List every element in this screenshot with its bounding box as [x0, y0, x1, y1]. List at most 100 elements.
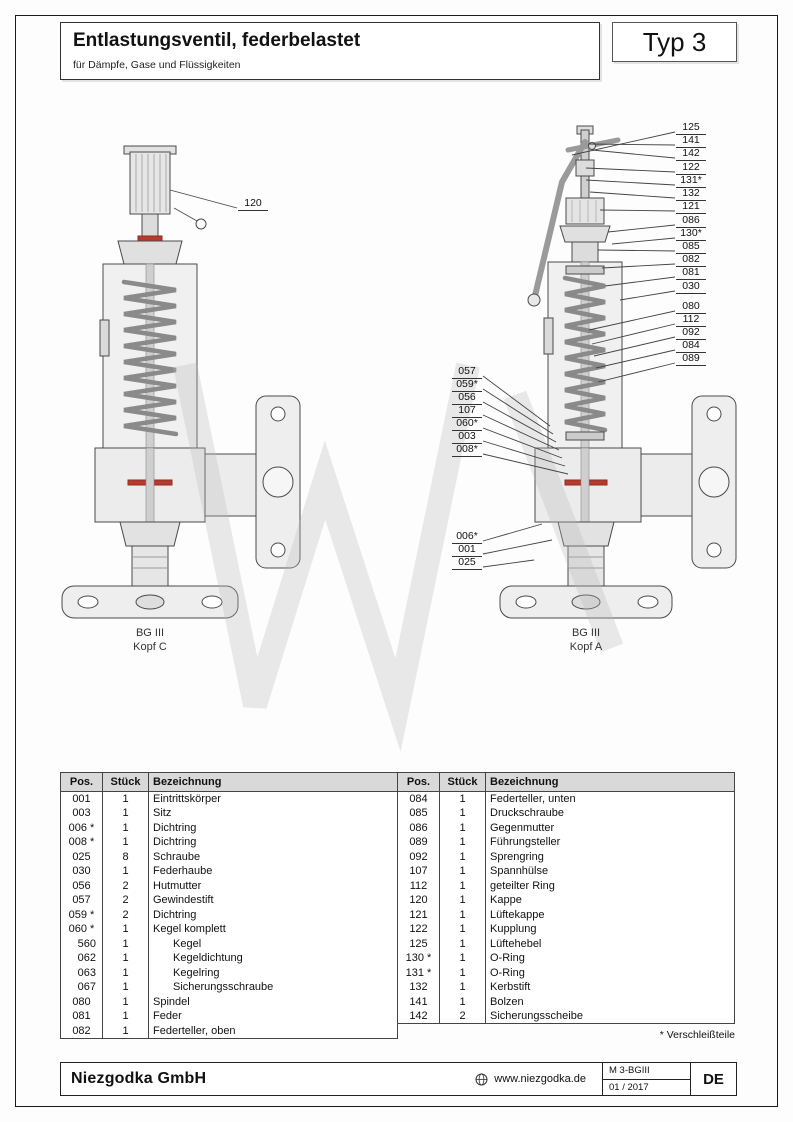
- cell-qty: 1: [102, 835, 149, 850]
- company-name: Niezgodka GmbH: [71, 1070, 207, 1087]
- callout-label: 107: [452, 405, 482, 418]
- valve-drawing-left: [61, 145, 301, 619]
- cell-name: Schraube: [148, 849, 398, 864]
- cell-pos: 030: [60, 864, 103, 879]
- leader-line: [604, 276, 676, 287]
- cell-name: Kappe: [485, 893, 735, 908]
- leader-line: [607, 224, 676, 233]
- website-cell: www.niezgodka.de: [475, 1063, 602, 1095]
- cell-pos: 008 *: [60, 835, 103, 850]
- cell-qty: 1: [439, 791, 486, 806]
- cell-pos: 560: [60, 936, 103, 951]
- cell-qty: 2: [102, 878, 149, 893]
- callout-label: 006*: [452, 531, 482, 544]
- cell-qty: 1: [439, 893, 486, 908]
- leader-line: [601, 263, 676, 269]
- cell-qty: 1: [439, 936, 486, 951]
- cell-pos: 003: [60, 806, 103, 821]
- caption-head: Kopf C: [133, 641, 167, 653]
- cell-qty: 8: [102, 849, 149, 864]
- cell-qty: 1: [439, 951, 486, 966]
- cell-pos: 062: [60, 951, 103, 966]
- cell-pos: 121: [397, 907, 440, 922]
- leader-line: [482, 440, 566, 467]
- cell-qty: 1: [439, 965, 486, 980]
- cell-pos: 080: [60, 994, 103, 1009]
- table-header-row: Pos. Stück Bezeichnung: [397, 772, 735, 792]
- callout-label: 086: [676, 215, 706, 228]
- cell-pos: 081: [60, 1009, 103, 1024]
- cell-pos: 057: [60, 893, 103, 908]
- doc-code: M 3-BGIII: [609, 1065, 650, 1077]
- callout-label: 132: [676, 188, 706, 201]
- cell-qty: 1: [439, 849, 486, 864]
- leader-line: [482, 388, 554, 435]
- cell-qty: 1: [102, 820, 149, 835]
- leader-line: [597, 362, 676, 383]
- cell-name: Kegelring: [148, 965, 398, 980]
- cell-name: Druckschraube: [485, 806, 735, 821]
- cell-name: Sprengring: [485, 849, 735, 864]
- callout-label: 142: [676, 148, 706, 161]
- cell-pos: 001: [60, 791, 103, 806]
- footer-bar: Niezgodka GmbH www.niezgodka.de M 3-BGII…: [60, 1062, 737, 1096]
- cell-qty: 1: [102, 965, 149, 980]
- col-header-qty: Stück: [439, 772, 486, 792]
- cell-pos: 125: [397, 936, 440, 951]
- callout-label: 081: [676, 267, 706, 280]
- cell-name: Eintrittskörper: [148, 791, 398, 806]
- cell-name: Gewindestift: [148, 893, 398, 908]
- leader-line: [482, 523, 543, 542]
- cell-pos: 092: [397, 849, 440, 864]
- leader-line: [611, 237, 676, 245]
- leader-line: [571, 131, 676, 156]
- leader-line: [482, 375, 551, 427]
- type-label: Typ 3: [642, 26, 707, 57]
- cell-name: Lüftehebel: [485, 936, 735, 951]
- callout-label: 001: [452, 544, 482, 557]
- cell-qty: 1: [102, 951, 149, 966]
- callout-label: 121: [676, 201, 706, 214]
- callout-label: 025: [452, 557, 482, 570]
- cell-pos: 130 *: [397, 951, 440, 966]
- leader-line: [591, 149, 676, 159]
- cell-pos: 142: [397, 1009, 440, 1024]
- cell-pos: 025: [60, 849, 103, 864]
- leader-line: [482, 414, 560, 451]
- leader-line: [588, 310, 676, 331]
- leader-line: [587, 143, 676, 146]
- globe-icon: [475, 1073, 488, 1085]
- leader-line: [591, 323, 676, 345]
- callout-label: 084: [676, 340, 706, 353]
- cell-qty: 1: [102, 1009, 149, 1024]
- callout-label: 130*: [676, 228, 706, 241]
- cell-pos: 059 *: [60, 907, 103, 922]
- cell-qty: 1: [102, 922, 149, 937]
- cell-name: Federteller, unten: [485, 791, 735, 806]
- caption-left-valve: BG III Kopf C: [110, 626, 190, 654]
- cell-name: Spannhülse: [485, 864, 735, 879]
- callout-label: 082: [676, 254, 706, 267]
- cell-name: Kupplung: [485, 922, 735, 937]
